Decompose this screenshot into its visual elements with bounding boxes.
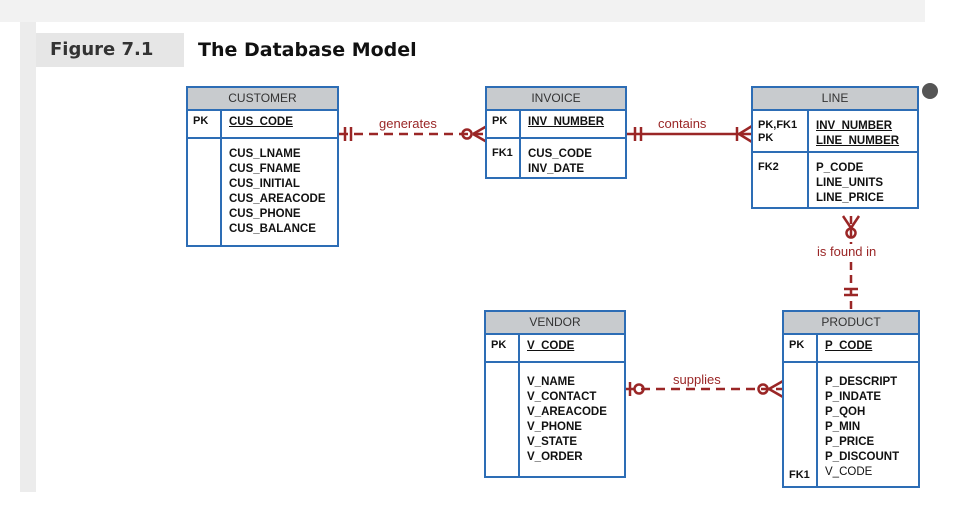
pk-field: INV_NUMBER bbox=[528, 116, 605, 128]
attribute: LINE_UNITS bbox=[816, 177, 884, 189]
relationship-generates: generates bbox=[379, 116, 437, 131]
entity-vendor[interactable]: VENDOR PK V_CODE V_NAME V_CONTACT V_AREA… bbox=[484, 310, 626, 478]
invoice-optional-circle bbox=[461, 128, 473, 140]
entity-invoice[interactable]: INVOICE PK INV_NUMBER FK1 CUS_CODE INV_D… bbox=[485, 86, 627, 179]
attribute: V_NAME bbox=[527, 376, 575, 388]
attribute: V_CODE bbox=[825, 466, 873, 478]
fk-key: FK1 bbox=[789, 469, 810, 481]
attribute: P_PRICE bbox=[825, 436, 875, 448]
line-side-optional-circle bbox=[845, 227, 857, 239]
entity-product[interactable]: PRODUCT PK P_CODE FK1 P_DESCRIPT P_INDAT… bbox=[782, 310, 920, 488]
invoice-crowfoot-b bbox=[472, 132, 488, 144]
attribute: P_DESCRIPT bbox=[825, 376, 898, 388]
pk-key: PK bbox=[487, 111, 521, 137]
attribute: V_STATE bbox=[527, 436, 578, 448]
entity-name: PRODUCT bbox=[784, 312, 918, 335]
attribute: V_PHONE bbox=[527, 421, 582, 433]
pk-field: P_CODE bbox=[825, 340, 873, 352]
entity-name: VENDOR bbox=[486, 312, 624, 335]
pk-field: CUS_CODE bbox=[229, 116, 293, 128]
attribute: V_CONTACT bbox=[527, 391, 597, 403]
attribute: CUS_CODE bbox=[528, 148, 592, 160]
relationship-supplies: supplies bbox=[673, 372, 721, 387]
entity-name: INVOICE bbox=[487, 88, 625, 111]
attribute: P_INDATE bbox=[825, 391, 882, 403]
attribute: V_AREACODE bbox=[527, 406, 607, 418]
figure-title: The Database Model bbox=[198, 39, 417, 61]
attribute: CUS_PHONE bbox=[229, 208, 301, 220]
pk-key: PK bbox=[188, 111, 222, 137]
attribute: P_CODE bbox=[816, 162, 864, 174]
fk-key: FK2 bbox=[753, 153, 809, 207]
line-crowfoot-a bbox=[738, 124, 753, 136]
top-band bbox=[0, 0, 925, 22]
pk-key: PK bbox=[486, 335, 520, 361]
pk-field: INV_NUMBER bbox=[816, 120, 893, 132]
attribute: P_QOH bbox=[825, 406, 866, 418]
attribute: P_MIN bbox=[825, 421, 861, 433]
pk-field: LINE_NUMBER bbox=[816, 135, 900, 147]
product-optional-circle bbox=[757, 383, 769, 395]
attribute: CUS_FNAME bbox=[229, 163, 301, 175]
entity-name: CUSTOMER bbox=[188, 88, 337, 111]
attribute: CUS_BALANCE bbox=[229, 223, 316, 235]
relationship-is-found-in: is found in bbox=[817, 244, 877, 259]
scroll-thumb[interactable] bbox=[922, 83, 938, 99]
pk-field: V_CODE bbox=[527, 340, 575, 352]
attribute: CUS_LNAME bbox=[229, 148, 301, 160]
pk-key: PK,FK1 bbox=[758, 119, 798, 131]
left-margin-bar bbox=[20, 22, 36, 492]
relationship-contains: contains bbox=[658, 116, 707, 131]
pk-key: PK bbox=[758, 132, 774, 144]
product-crowfoot-b bbox=[768, 387, 784, 399]
figure-label: Figure 7.1 bbox=[36, 33, 184, 67]
pk-key: PK bbox=[784, 335, 818, 361]
attribute: P_DISCOUNT bbox=[825, 451, 900, 463]
entity-line[interactable]: LINE PK,FK1 PK INV_NUMBER LINE_NUMBER FK… bbox=[751, 86, 919, 209]
entity-name: LINE bbox=[753, 88, 917, 111]
line-side-crowfoot-b bbox=[849, 215, 861, 229]
attribute: LINE_PRICE bbox=[816, 192, 884, 204]
attribute: CUS_AREACODE bbox=[229, 193, 326, 205]
vendor-optional-circle bbox=[633, 383, 645, 395]
product-crowfoot-a bbox=[768, 379, 784, 391]
attribute: INV_DATE bbox=[528, 163, 585, 175]
line-crowfoot-b bbox=[738, 132, 753, 144]
line-side-crowfoot-a bbox=[841, 215, 853, 229]
fk-key: FK1 bbox=[487, 139, 521, 177]
entity-customer[interactable]: CUSTOMER PK CUS_CODE CUS_LNAME CUS_FNAME… bbox=[186, 86, 339, 247]
invoice-crowfoot-a bbox=[472, 124, 488, 136]
attribute: CUS_INITIAL bbox=[229, 178, 300, 190]
attribute: V_ORDER bbox=[527, 451, 583, 463]
